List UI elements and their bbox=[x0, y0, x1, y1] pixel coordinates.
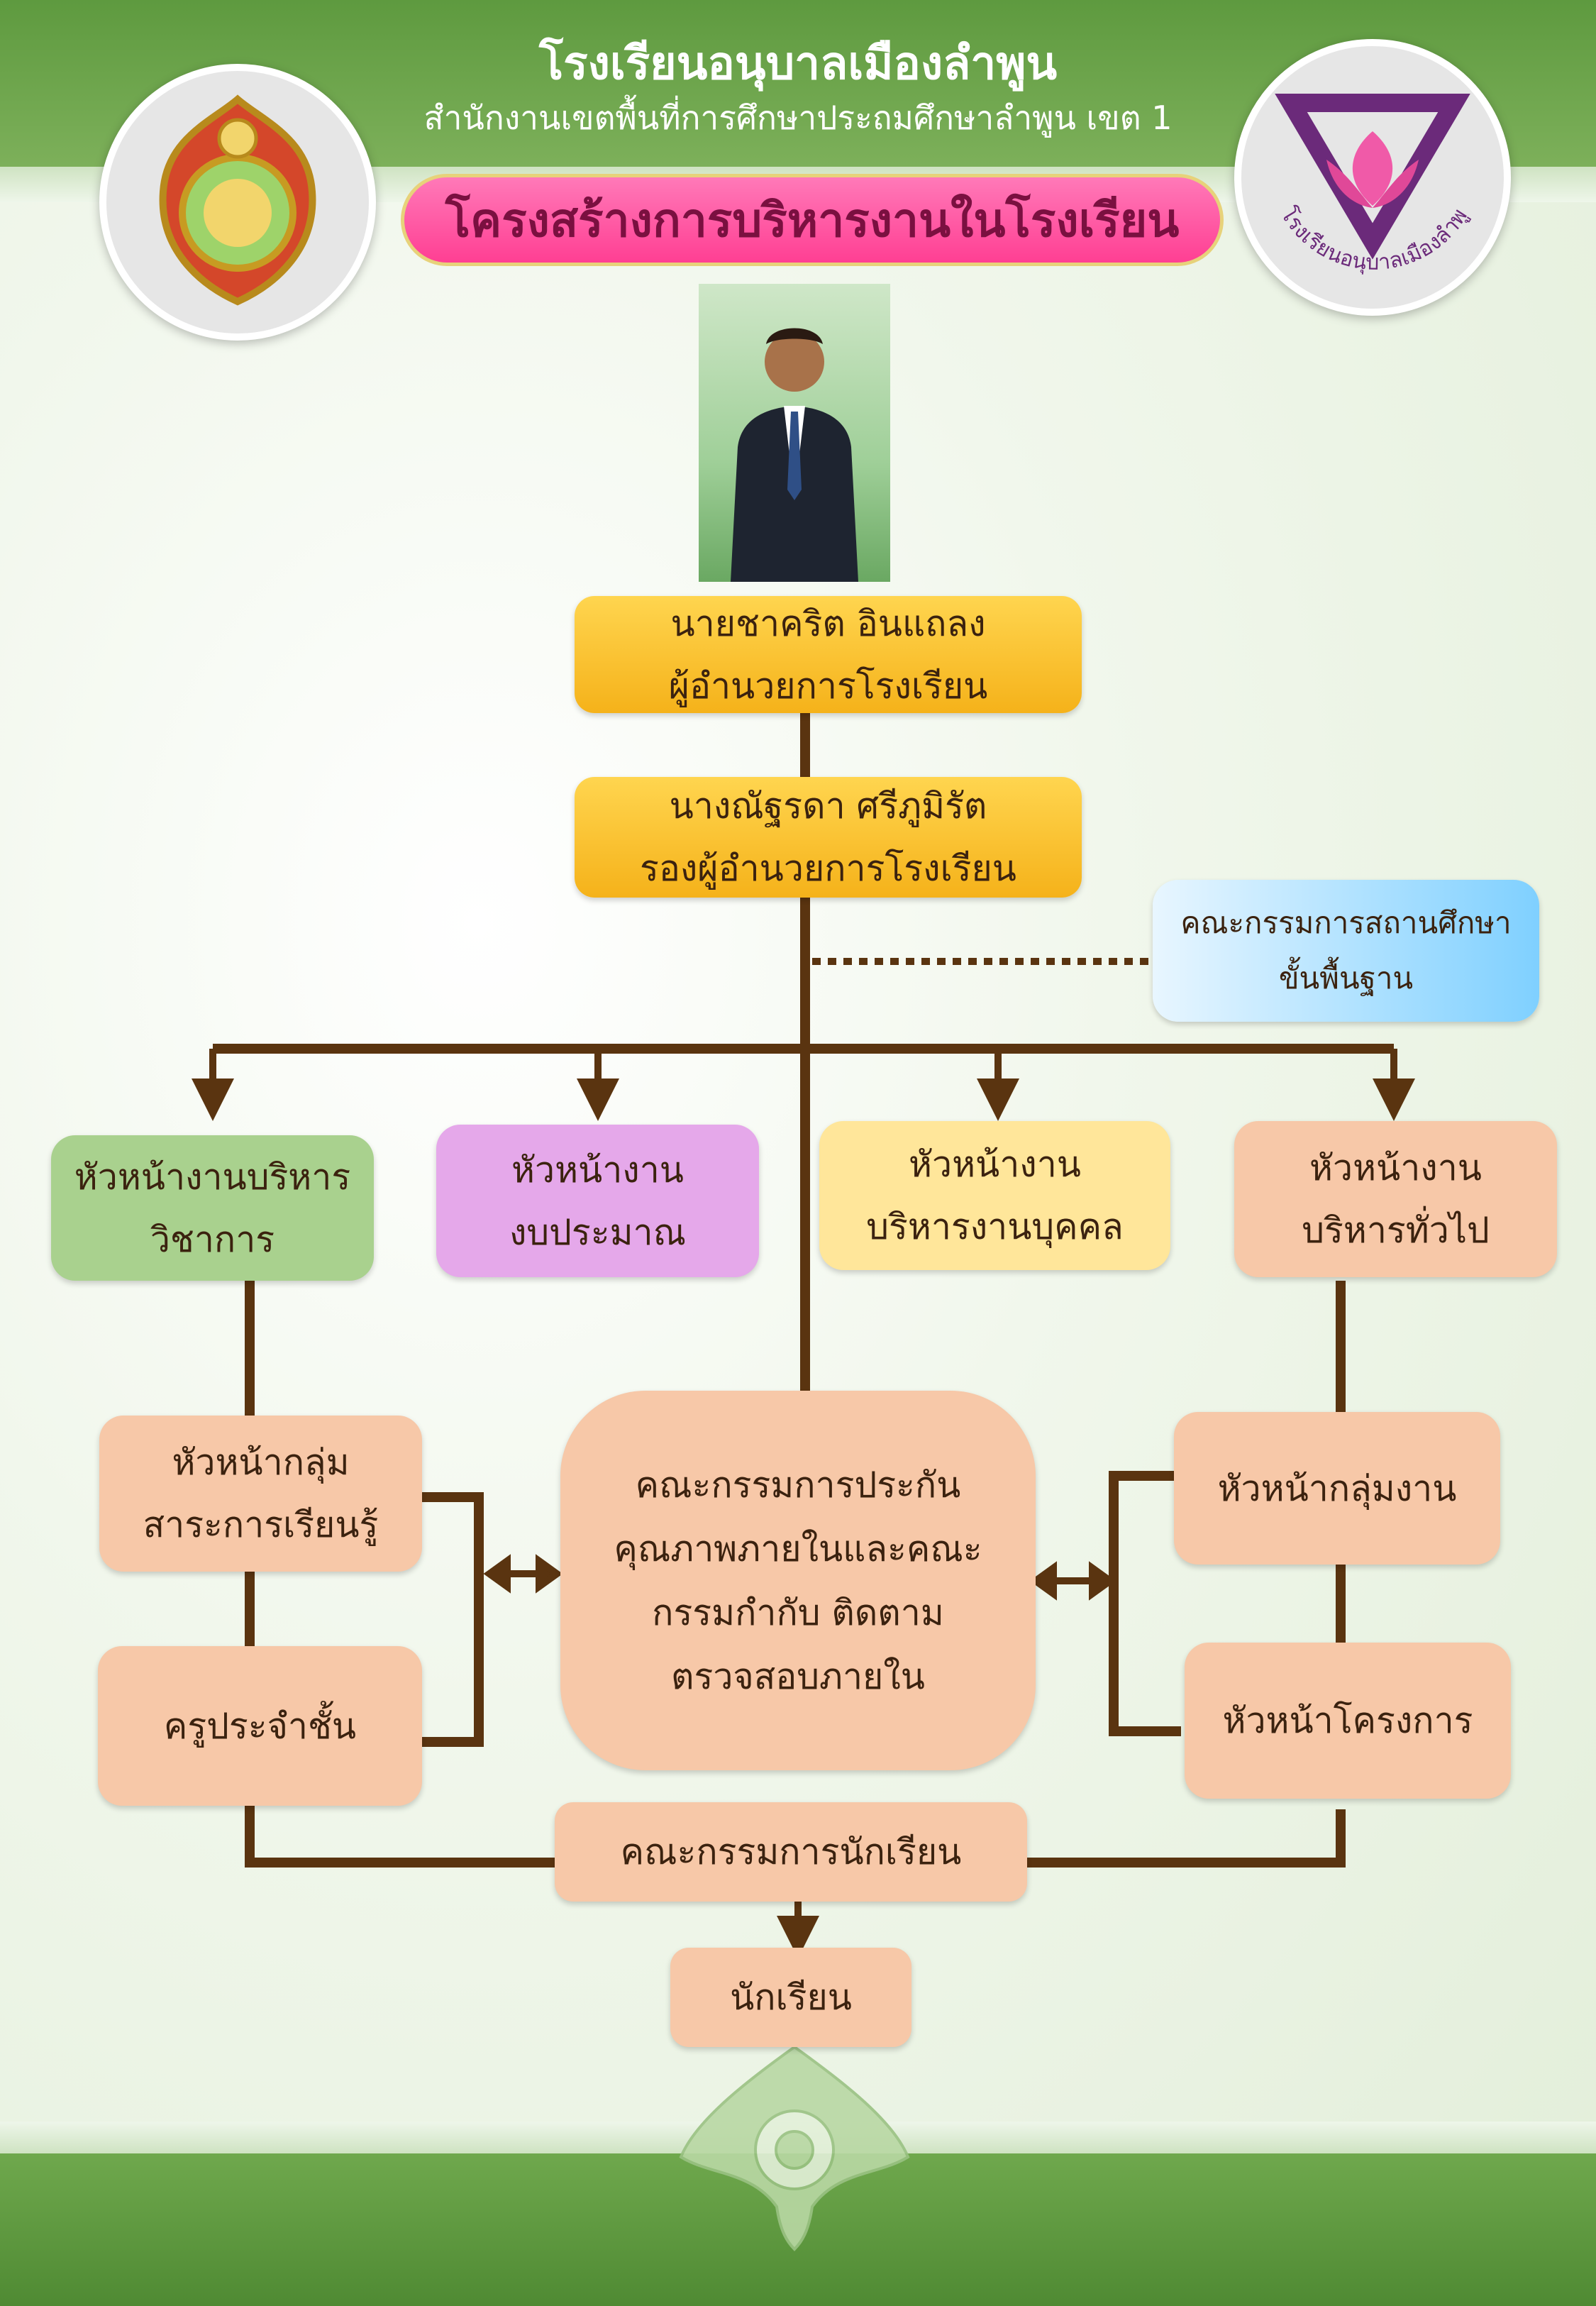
personnel-head-line2: บริหารงานบุคคล bbox=[866, 1206, 1124, 1247]
school-board-box: คณะกรรมการสถานศึกษา ขั้นพื้นฐาน bbox=[1153, 880, 1539, 1022]
general-admin-head-line1: หัวหน้างาน bbox=[1309, 1147, 1482, 1188]
qa-committee-box: คณะกรรมการประกัน คุณภาพภายในและคณะ กรรมก… bbox=[560, 1391, 1036, 1770]
personnel-head-line1: หัวหน้างาน bbox=[909, 1144, 1081, 1185]
school-board-line2: ขั้นพื้นฐาน bbox=[1278, 961, 1414, 995]
budget-head-line1: หัวหน้างาน bbox=[511, 1149, 684, 1191]
work-group-head-box: หัวหน้ากลุ่มงาน bbox=[1174, 1412, 1500, 1565]
learning-group-head-line2: สาระการเรียนรู้ bbox=[143, 1504, 379, 1545]
student-committee-box: คณะกรรมการนักเรียน bbox=[555, 1802, 1027, 1902]
learning-group-head-line1: หัวหน้ากลุ่ม bbox=[172, 1442, 350, 1483]
project-head-label: หัวหน้าโครงการ bbox=[1222, 1700, 1473, 1741]
class-teacher-label: ครูประจำชั้น bbox=[163, 1705, 357, 1747]
director-name: นายชาคริต อินแถลง bbox=[670, 602, 986, 644]
director-photo bbox=[699, 284, 890, 582]
school-logo-icon: โรงเรียนอนุบาลเมืองลำพูน bbox=[1234, 27, 1511, 316]
budget-head-line2: งบประมาณ bbox=[509, 1211, 687, 1253]
qa-committee-line4: ตรวจสอบภายใน bbox=[671, 1655, 925, 1697]
general-admin-head-line2: บริหารทั่วไป bbox=[1302, 1210, 1490, 1251]
academic-head-line2: วิชาการ bbox=[150, 1218, 275, 1260]
academic-head-line1: หัวหน้างานบริหาร bbox=[74, 1156, 351, 1198]
work-group-head-label: หัวหน้ากลุ่มงาน bbox=[1217, 1467, 1457, 1509]
footer-ornament-icon bbox=[679, 2045, 910, 2251]
deputy-name: นางณัฐรดา ศรีภูมิรัต bbox=[669, 785, 987, 827]
student-committee-label: คณะกรรมการนักเรียน bbox=[620, 1831, 962, 1872]
students-label: นักเรียน bbox=[730, 1977, 852, 2018]
page-title: โครงสร้างการบริหารงานในโรงเรียน bbox=[401, 174, 1224, 266]
budget-head-box: หัวหน้างาน งบประมาณ bbox=[436, 1125, 759, 1277]
personnel-head-box: หัวหน้างาน บริหารงานบุคคล bbox=[819, 1121, 1170, 1270]
deputy-box: นางณัฐรดา ศรีภูมิรัต รองผู้อำนวยการโรงเร… bbox=[575, 777, 1082, 898]
director-box: นายชาคริต อินแถลง ผู้อำนวยการโรงเรียน bbox=[575, 596, 1082, 713]
learning-group-head-box: หัวหน้ากลุ่ม สาระการเรียนรู้ bbox=[99, 1416, 422, 1572]
class-teacher-box: ครูประจำชั้น bbox=[98, 1646, 422, 1806]
general-admin-head-box: หัวหน้างาน บริหารทั่วไป bbox=[1234, 1121, 1557, 1277]
qa-committee-line1: คณะกรรมการประกัน bbox=[635, 1464, 961, 1506]
students-box: นักเรียน bbox=[670, 1948, 911, 2047]
academic-head-box: หัวหน้างานบริหาร วิชาการ bbox=[51, 1135, 374, 1281]
deputy-title: รองผู้อำนวยการโรงเรียน bbox=[639, 848, 1016, 889]
project-head-box: หัวหน้าโครงการ bbox=[1185, 1643, 1511, 1799]
qa-committee-line3: กรรมกำกับ ติดตาม bbox=[652, 1591, 944, 1633]
school-name: โรงเรียนอนุบาลเมืองลำพูน bbox=[538, 38, 1058, 90]
director-title: ผู้อำนวยการโรงเรียน bbox=[668, 665, 988, 707]
office-name: สำนักงานเขตพื้นที่การศึกษาประถมศึกษาลำพู… bbox=[423, 99, 1173, 137]
qa-committee-line2: คุณภาพภายในและคณะ bbox=[614, 1528, 982, 1569]
school-board-line1: คณะกรรมการสถานศึกษา bbox=[1180, 905, 1512, 940]
obec-emblem-icon bbox=[99, 64, 376, 341]
